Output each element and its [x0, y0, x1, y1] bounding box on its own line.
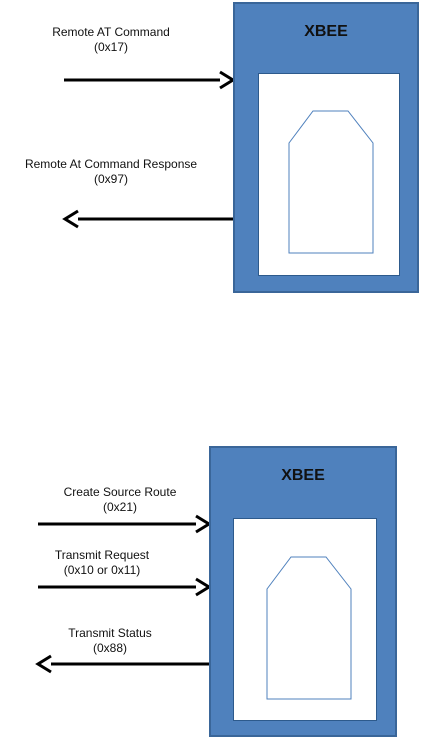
transmit-status-name: Transmit Status — [68, 626, 152, 641]
arrow-in-create-source-route — [38, 516, 209, 532]
command-name: Remote AT Command — [52, 25, 170, 40]
top-diagram: Remote AT Command (0x17) Remote At Comma… — [0, 0, 423, 320]
label-transmit-status: Transmit Status (0x88) — [68, 626, 152, 656]
arrow-in-remote-at-command — [64, 72, 233, 88]
module-title: XBEE — [235, 23, 417, 41]
create-source-route-code: (0x21) — [64, 500, 177, 515]
label-transmit-request: Transmit Request (0x10 or 0x11) — [55, 548, 149, 578]
transmit-status-code: (0x88) — [68, 641, 152, 656]
module-inner-panel — [258, 73, 400, 276]
chip-icon — [266, 557, 356, 702]
transmit-request-name: Transmit Request — [55, 548, 149, 563]
module-title: XBEE — [211, 467, 395, 485]
xbee-module: XBEE — [209, 446, 397, 737]
arrow-out-remote-at-command-response — [65, 211, 233, 227]
bottom-diagram: Create Source Route (0x21) Transmit Requ… — [0, 420, 423, 737]
create-source-route-name: Create Source Route — [64, 485, 177, 500]
response-name: Remote At Command Response — [25, 157, 197, 172]
label-create-source-route: Create Source Route (0x21) — [64, 485, 177, 515]
xbee-module: XBEE — [233, 2, 419, 293]
module-inner-panel — [233, 518, 377, 721]
label-remote-at-command: Remote AT Command (0x17) — [52, 25, 170, 55]
arrow-out-transmit-status — [38, 656, 209, 672]
arrow-in-transmit-request — [38, 579, 209, 595]
transmit-request-code: (0x10 or 0x11) — [55, 563, 149, 578]
command-code: (0x17) — [52, 40, 170, 55]
label-remote-at-command-response: Remote At Command Response (0x97) — [25, 157, 197, 187]
chip-icon — [288, 111, 378, 256]
response-code: (0x97) — [25, 172, 197, 187]
